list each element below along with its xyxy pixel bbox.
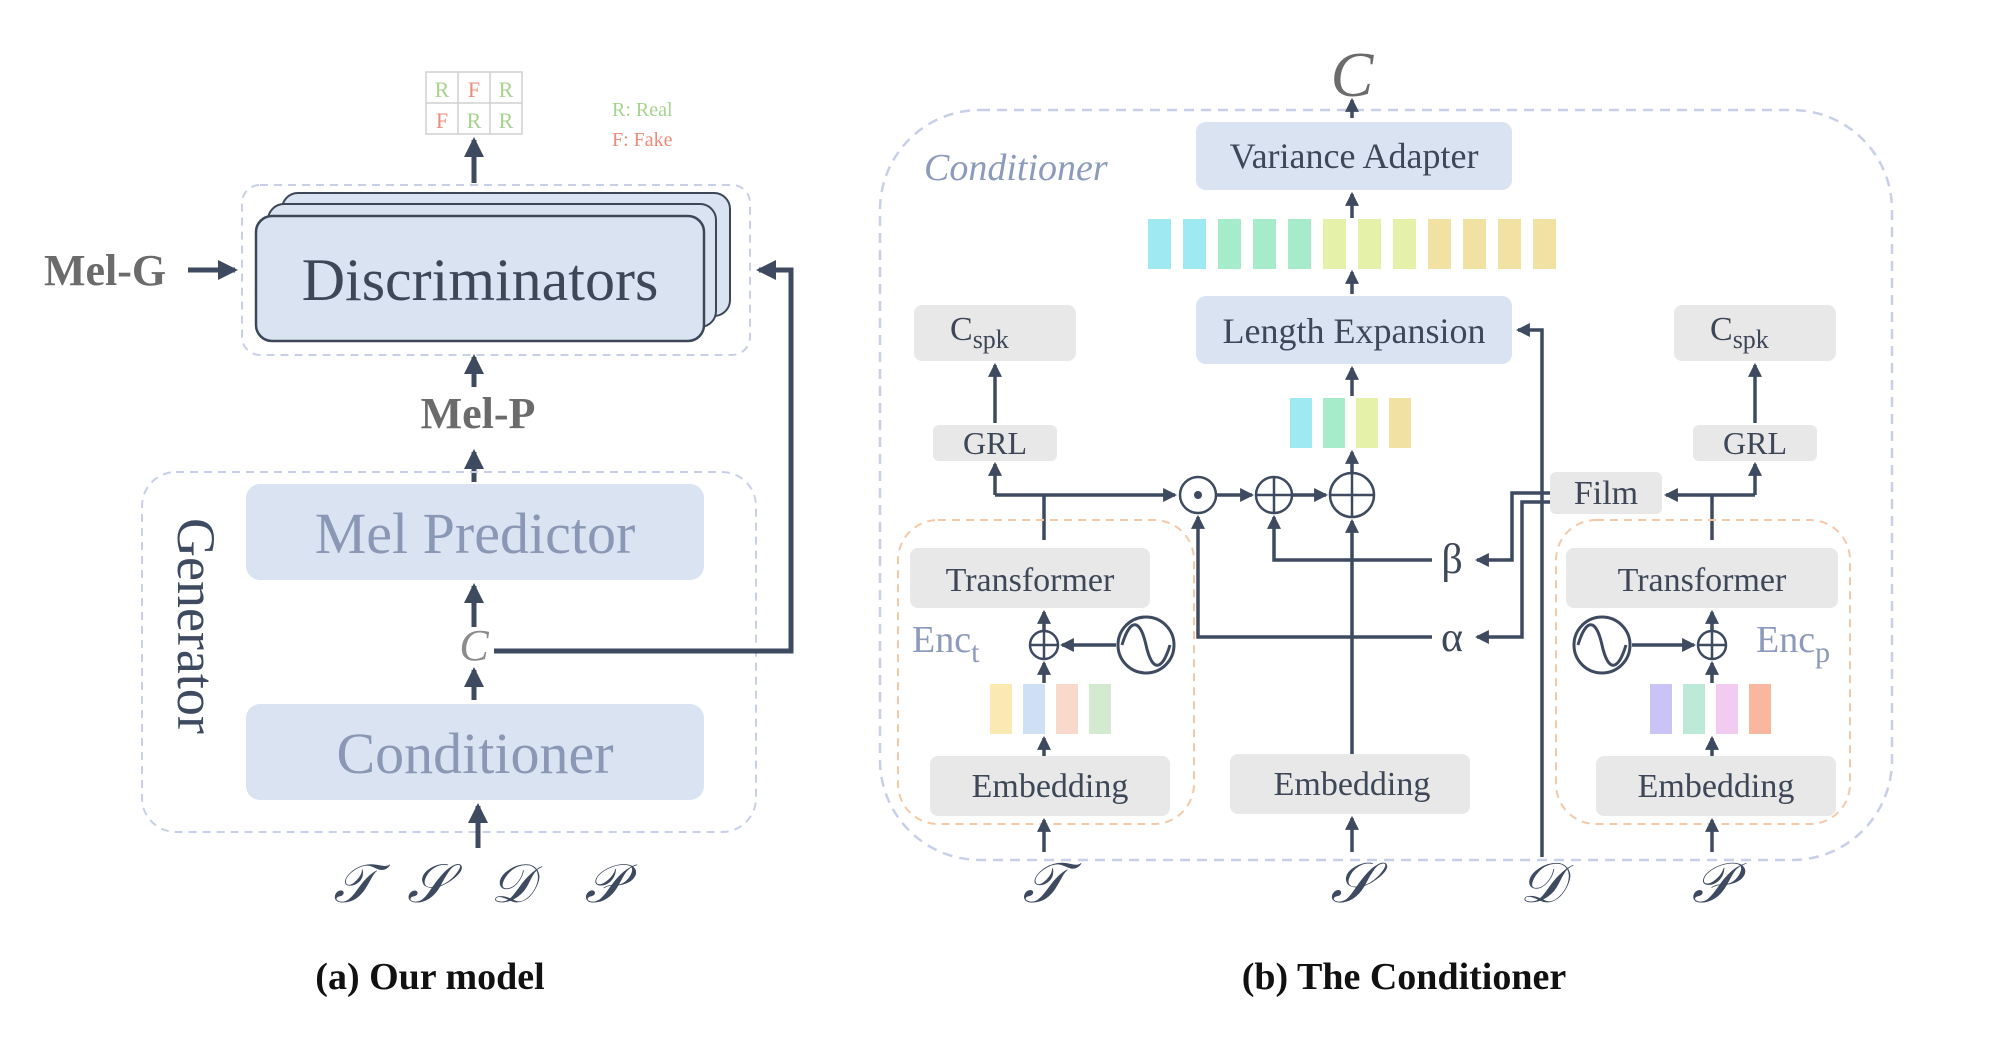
embedding-p-label: Embedding [1638,768,1795,805]
expanded-token-strip [1148,219,1556,269]
grid-cell: F [436,108,448,133]
cspk-right-label: Cspk [1710,311,1769,354]
grl-left-label: GRL [963,425,1027,461]
token-strip [1290,398,1411,448]
transformer-left-label: Transformer [946,562,1115,599]
input-t-b: 𝒯 [1023,853,1082,915]
grid-cell: R [499,108,514,133]
conditioner-region-label: Conditioner [924,147,1108,189]
grl-right-label: GRL [1723,425,1787,461]
token-strip-p [1650,684,1771,734]
enc-t-label: Enct [912,619,980,669]
input-p: 𝒫 [585,854,638,914]
legend-real: R: Real [612,99,673,121]
input-d: 𝒟 [490,854,542,914]
input-p-b: 𝒫 [1692,853,1747,915]
mel-p-label: Mel-P [421,389,536,438]
embedding-t-block [930,756,1170,816]
discriminators-block [254,214,706,343]
length-expansion-label: Length Expansion [1223,311,1486,351]
enc-p-group [1555,519,1851,825]
film-block [1550,472,1662,514]
embedding-p-block [1596,756,1836,816]
mel-predictor-block [246,484,704,580]
discriminators-label: Discriminators [302,247,659,313]
caption-a: (a) Our model [315,956,544,998]
generator-label: Generator [166,518,226,734]
legend-fake: F: Fake [612,129,673,151]
input-s-b: 𝒮 [1330,853,1388,915]
transformer-right-block [1566,548,1838,608]
cspk-left-label: Cspk [950,311,1009,354]
real-fake-grid: R F R F R R [425,71,523,135]
token-strip-t [990,684,1111,734]
length-expansion-block [1196,296,1512,364]
grl-right-block [1693,425,1817,461]
input-s: 𝒮 [407,854,463,914]
embedding-s-block [1230,754,1470,814]
input-d-b: 𝒟 [1520,853,1574,915]
transformer-right-label: Transformer [1618,562,1787,599]
cspk-right-block [1674,305,1836,361]
caption-b: (b) The Conditioner [1242,956,1567,998]
conditioner-label: Conditioner [336,721,613,786]
grid-cell: F [468,77,480,102]
panel-a: R F R F R R R: Real F: Fake Discriminato… [44,71,794,998]
beta-label: β [1441,537,1462,583]
film-label: Film [1574,475,1638,512]
panel-b: Conditioner C Variance Adapter Length Ex… [878,39,1894,998]
alpha-label: α [1441,615,1463,661]
c-symbol: C [459,621,489,670]
enc-p-label: Encp [1756,619,1830,669]
embedding-s-label: Embedding [1274,766,1431,803]
variance-adapter-block [1196,122,1512,190]
grid-cell: R [499,77,514,102]
transformer-left-block [910,548,1150,608]
grid-cell: R [467,108,482,133]
output-c-symbol: C [1331,39,1375,110]
conditioner-block [246,704,704,800]
grid-cell: R [435,77,450,102]
cspk-left-block [914,305,1076,361]
discriminators-group [241,184,751,356]
variance-adapter-label: Variance Adapter [1230,136,1479,176]
grl-left-block [933,425,1057,461]
conditioner-region [878,108,1894,862]
mel-predictor-label: Mel Predictor [315,501,636,566]
input-t: 𝒯 [333,854,390,914]
embedding-t-label: Embedding [972,768,1129,805]
mel-g-label: Mel-G [44,246,166,295]
